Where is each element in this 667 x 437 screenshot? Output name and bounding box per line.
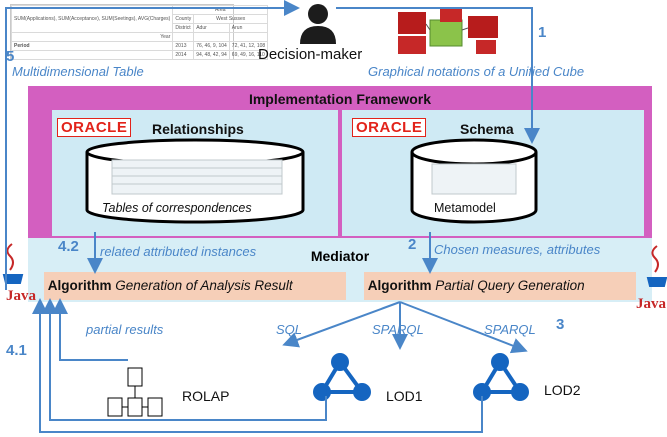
schema-database-icon bbox=[410, 138, 538, 224]
sparql-label-1: SPARQL bbox=[372, 322, 424, 337]
oracle-logo-right: ORACLE bbox=[352, 118, 427, 137]
relationships-title: Relationships bbox=[152, 121, 244, 137]
mediator-title: Mediator bbox=[310, 248, 370, 264]
step-4-2-label: 4.2 bbox=[58, 238, 79, 255]
partial-results-label: partial results bbox=[86, 322, 164, 337]
java-label-left: Java bbox=[6, 288, 36, 304]
unified-cube-label: Graphical notations of a Unified Cube bbox=[368, 64, 585, 79]
decision-maker-label: Decision-maker bbox=[258, 46, 363, 63]
multidimensional-table-label: Multidimensional Table bbox=[12, 64, 144, 79]
sparql-label-2: SPARQL bbox=[484, 322, 536, 337]
decision-maker-icon bbox=[300, 4, 336, 44]
multidimensional-table-thumbnail: SUM(Applications), SUM(Acceptance), SUM(… bbox=[10, 4, 269, 60]
step-5-label: 5 bbox=[6, 48, 15, 65]
flow-arrows bbox=[5, 0, 540, 433]
rolap-label: ROLAP bbox=[182, 388, 230, 404]
oracle-logo-left: ORACLE bbox=[57, 118, 132, 137]
step-2-label: 2 bbox=[408, 236, 417, 253]
lod1-label: LOD1 bbox=[386, 388, 423, 404]
chosen-measures-label: Chosen measures, attributes bbox=[434, 242, 601, 257]
step-1-label: 1 bbox=[538, 24, 547, 41]
tables-of-correspondences-label: Tables of correspondences bbox=[102, 201, 252, 215]
algorithm-keyword: Algorithm bbox=[367, 278, 432, 293]
algorithm-analysis-name: Generation of Analysis Result bbox=[115, 278, 293, 293]
table-2014-cell: 2014 bbox=[172, 50, 195, 60]
java-icon-right bbox=[646, 245, 667, 287]
step-4-1-label: 4.1 bbox=[6, 342, 27, 359]
step-3-label: 3 bbox=[556, 316, 565, 333]
metamodel-label: Metamodel bbox=[434, 201, 496, 215]
algorithm-analysis-result: Algorithm Generation of Analysis Result bbox=[44, 272, 346, 300]
java-label-right: Java bbox=[636, 296, 666, 312]
algorithm-partial-query-name: Partial Query Generation bbox=[435, 278, 585, 293]
sql-label: SQL bbox=[276, 322, 303, 337]
table-r2b-cell: 69, 49, 16, 110 bbox=[228, 50, 269, 60]
schema-title: Schema bbox=[460, 121, 514, 137]
lod2-label: LOD2 bbox=[544, 382, 581, 398]
related-instances-label: related attributed instances bbox=[100, 244, 257, 259]
algorithm-partial-query: Algorithm Partial Query Generation bbox=[364, 272, 636, 300]
lod1-icon bbox=[313, 353, 371, 401]
framework-title: Implementation Framework bbox=[248, 91, 432, 107]
rolap-icon bbox=[107, 367, 163, 417]
lod2-icon bbox=[473, 353, 529, 401]
algorithm-keyword: Algorithm bbox=[47, 278, 112, 293]
unified-cube-notation-icon bbox=[398, 8, 498, 54]
relationships-database-icon bbox=[85, 138, 305, 224]
